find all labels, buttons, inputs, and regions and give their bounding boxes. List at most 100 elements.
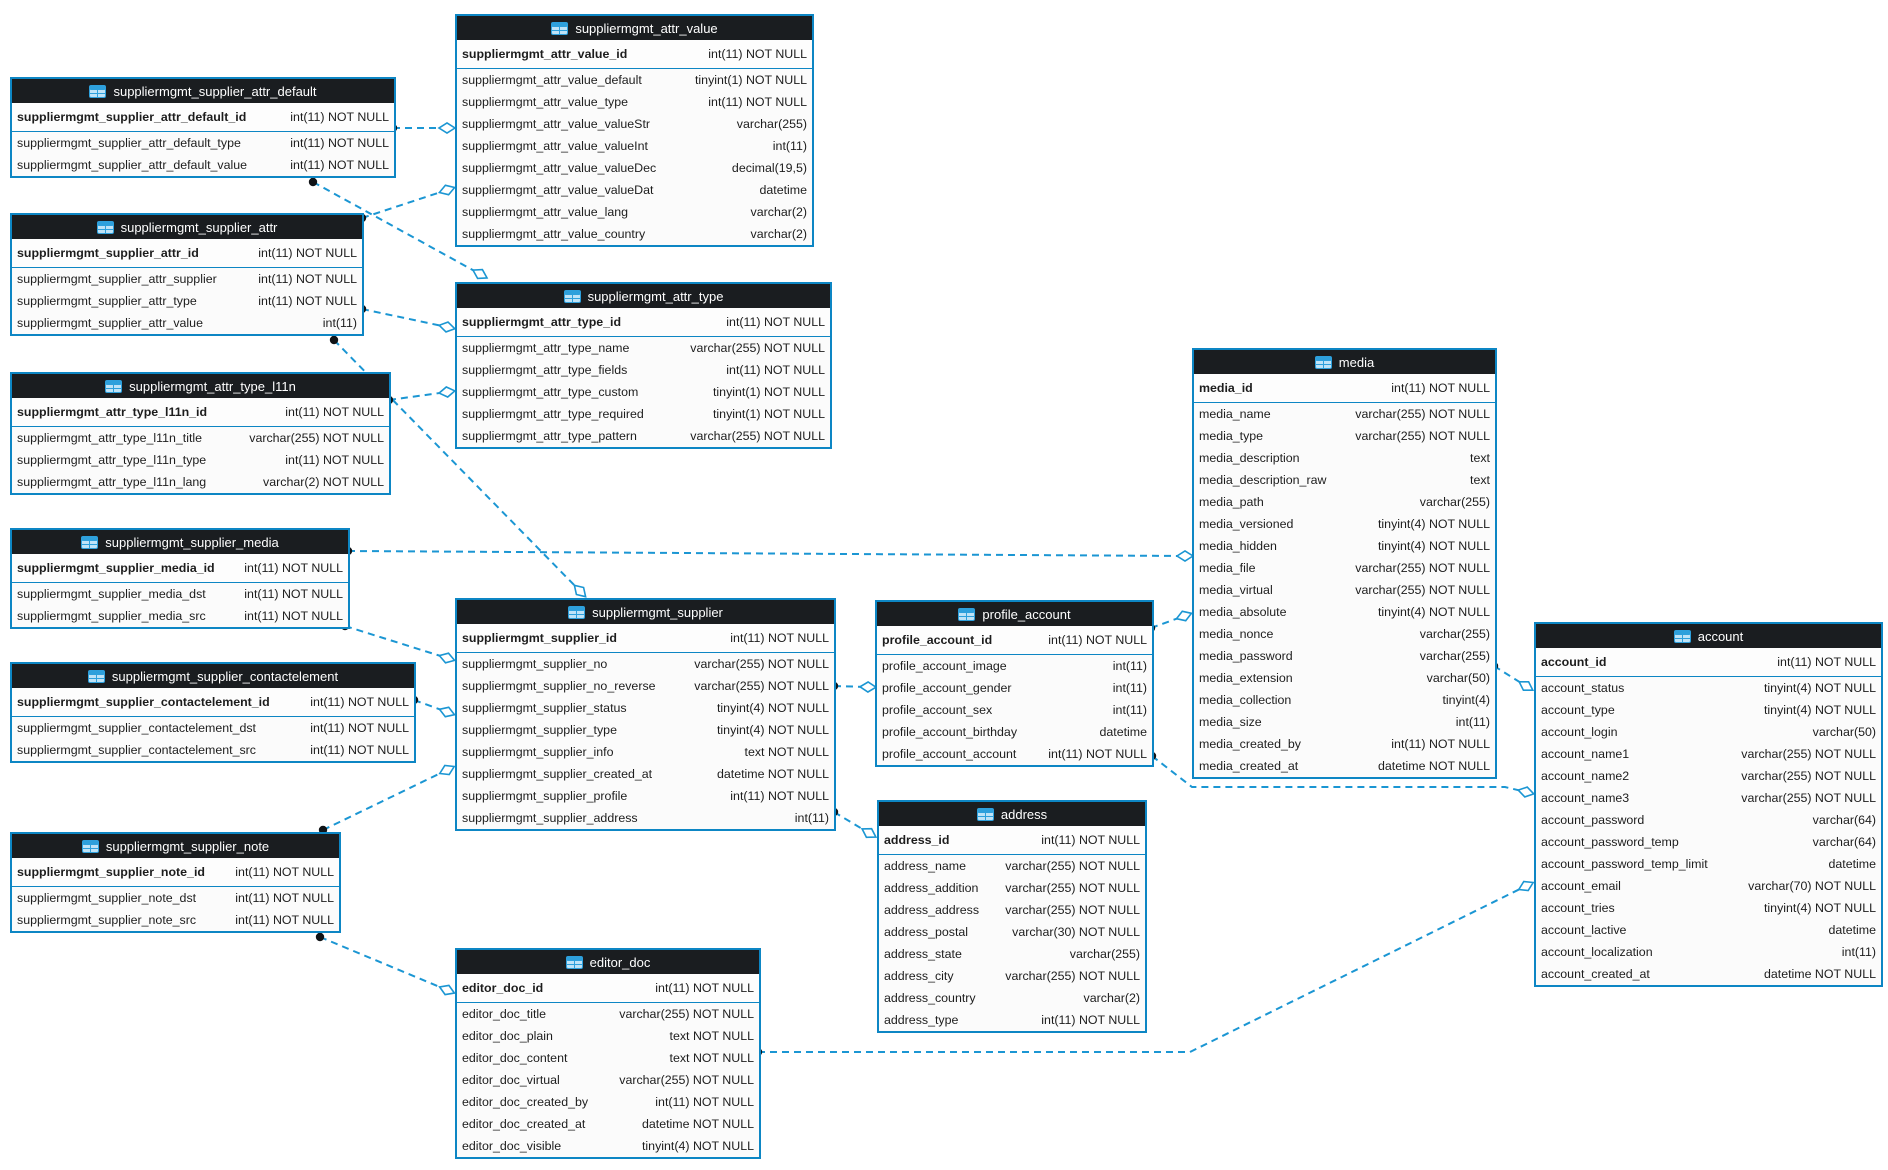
- column-suppliermgmt_supplier_contactelement_dst[interactable]: suppliermgmt_supplier_contactelement_dst…: [12, 717, 414, 739]
- table-header[interactable]: editor_doc: [457, 950, 759, 974]
- column-suppliermgmt_supplier_contactelement_src[interactable]: suppliermgmt_supplier_contactelement_src…: [12, 739, 414, 761]
- table-header[interactable]: suppliermgmt_attr_type: [457, 284, 830, 308]
- table-header[interactable]: media: [1194, 350, 1495, 374]
- relationship-suppliermgmt_supplier_attr_default-to-suppliermgmt_attr_value[interactable]: [388, 122, 457, 134]
- table-header[interactable]: suppliermgmt_supplier_attr_default: [12, 79, 394, 103]
- relationship-suppliermgmt_supplier_contactelement-to-suppliermgmt_supplier[interactable]: [409, 695, 456, 718]
- relationship-suppliermgmt_supplier_media-to-media[interactable]: [343, 546, 1195, 562]
- relationship-suppliermgmt_supplier_attr_default-to-suppliermgmt_attr_type[interactable]: [308, 177, 489, 280]
- table-header[interactable]: account: [1536, 624, 1881, 648]
- relationship-suppliermgmt_supplier_note-to-suppliermgmt_supplier[interactable]: [318, 764, 456, 835]
- table-header[interactable]: address: [879, 802, 1145, 826]
- table-header[interactable]: suppliermgmt_supplier_media: [12, 530, 348, 554]
- relationship-suppliermgmt_supplier_attr-to-suppliermgmt_attr_type[interactable]: [357, 304, 457, 333]
- table-header[interactable]: profile_account: [877, 602, 1152, 626]
- relationship-suppliermgmt_supplier_attr-to-suppliermgmt_attr_value[interactable]: [357, 184, 457, 223]
- table-header[interactable]: suppliermgmt_supplier: [457, 600, 834, 624]
- table-header[interactable]: suppliermgmt_attr_value: [457, 16, 812, 40]
- column-suppliermgmt_supplier_attr_default_value[interactable]: suppliermgmt_supplier_attr_default_value…: [12, 154, 394, 176]
- relationship-suppliermgmt_supplier_attr-to-suppliermgmt_supplier[interactable]: [329, 335, 587, 598]
